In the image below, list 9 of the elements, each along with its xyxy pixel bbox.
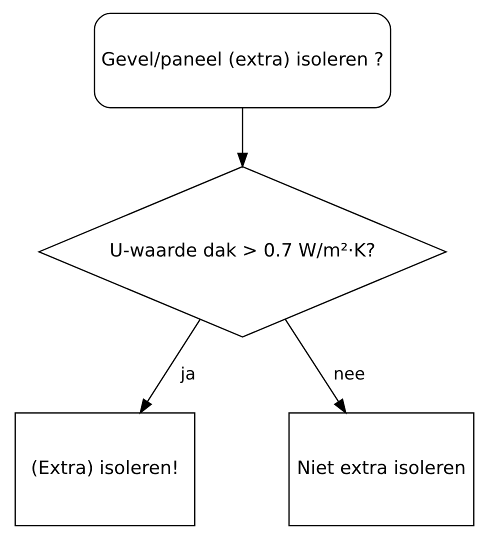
- node-box: Niet extra isoleren: [288, 412, 474, 526]
- edge-label: nee: [332, 364, 365, 384]
- arrow: [138, 318, 200, 414]
- arrow: [284, 318, 346, 414]
- node-diamond: U-waarde dak > 0.7 W/m²·K?: [36, 166, 448, 338]
- node-box: (Extra) isoleren!: [14, 412, 195, 526]
- arrow: [236, 108, 248, 169]
- node-box: Gevel/paneel (extra) isoleren ?: [93, 12, 391, 108]
- edge-label: ja: [180, 364, 196, 384]
